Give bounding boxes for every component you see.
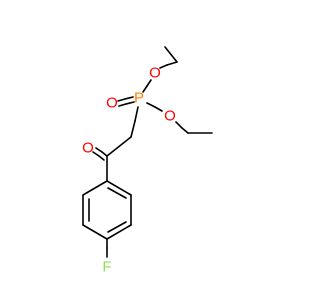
bond-carbonyl-double-a1 xyxy=(101,151,108,157)
bond-p-o-double-b1 xyxy=(125,101,135,105)
bond-o-ch2-upper-c-half xyxy=(166,61,178,66)
bond-carbonyl-double-b2 xyxy=(92,151,100,157)
ring-bond-c1-c2 xyxy=(82,180,108,196)
bond-p-o-upper-p-half xyxy=(142,85,148,93)
ester-oxygen-lower-label: O xyxy=(164,108,176,125)
ring-inner-bond-bottom xyxy=(107,221,127,233)
bond-o-ch2-lower-c-half xyxy=(181,127,189,134)
ester-oxygen-upper-label: O xyxy=(149,65,161,82)
bond-o-ch2-lower-o-half xyxy=(175,121,183,129)
bond-p-o-double-a2 xyxy=(117,98,126,102)
phosphoryl-oxygen-label: O xyxy=(106,95,118,112)
bond-p-o-lower-o-half xyxy=(154,106,163,112)
atom-labels: P O O O O F xyxy=(82,65,176,276)
bond-ch2-p-carbon-half xyxy=(130,120,136,138)
ring-inner-bond-top xyxy=(107,187,127,199)
molecule-structure-diagram: P O O O O F xyxy=(82,46,213,276)
fluorine-label: F xyxy=(102,259,111,276)
bonds xyxy=(82,46,213,258)
bond-upper-ethyl-cc xyxy=(164,46,178,63)
carbonyl-oxygen-label: O xyxy=(82,140,94,157)
ring-bond-c4-c5 xyxy=(106,224,132,240)
bond-o-ch2-upper-o-half xyxy=(159,64,168,69)
bond-carbonyl-double-b1 xyxy=(98,155,105,161)
bond-carbonyl-ch2 xyxy=(106,136,132,157)
bond-carbonyl-double-a2 xyxy=(95,147,103,153)
bond-p-o-lower-p-half xyxy=(146,102,156,108)
ring-bond-c3-c4 xyxy=(82,224,108,240)
bond-ch2-p-phosphorus-half xyxy=(134,106,139,122)
bond-p-o-double-b2 xyxy=(118,103,127,107)
bond-p-o-double-a1 xyxy=(124,96,134,100)
phosphorus-label: P xyxy=(134,90,144,107)
bond-p-o-upper-o-half xyxy=(146,79,152,87)
ring-bond-c6-c1 xyxy=(106,180,132,196)
